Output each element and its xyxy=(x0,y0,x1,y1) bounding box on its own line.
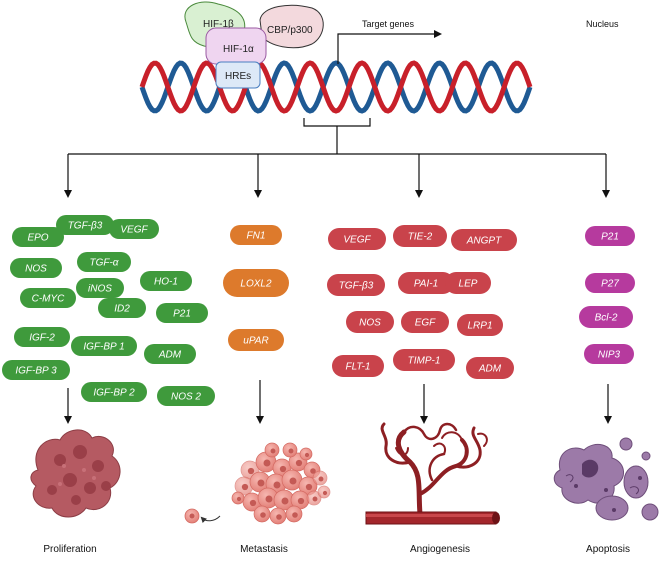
gene-name: VEGF xyxy=(120,225,148,236)
metastasis-label: Metastasis xyxy=(240,544,288,555)
gene-name: NOS xyxy=(25,264,47,275)
proliferation-gene-pill: IGF-2 xyxy=(14,327,70,347)
angiogenesis-gene-pill: ANGPT xyxy=(451,229,517,251)
apoptosis-label: Apoptosis xyxy=(586,544,630,555)
gene-name: NIP3 xyxy=(598,350,621,361)
gene-name: TIE-2 xyxy=(408,232,433,243)
target-genes-label: Target genes xyxy=(362,19,415,29)
proliferation-gene-pill: TGF-α xyxy=(77,252,131,272)
angiogenesis-gene-pill: ADM xyxy=(466,357,514,379)
hif1b-label: HIF-1β xyxy=(203,19,234,30)
proliferation-gene-pill: NOS 2 xyxy=(157,386,215,406)
gene-name: iNOS xyxy=(88,284,112,295)
gene-name: P21 xyxy=(601,232,619,243)
blood-vessel-tube xyxy=(365,511,500,525)
gene-name: C-MYC xyxy=(32,294,66,305)
angiogenesis-gene-pill: LRP1 xyxy=(457,314,503,336)
hif-complex: HIF-1β CBP/p300 HIF-1α HREs xyxy=(184,1,324,89)
proliferation-gene-pill: C-MYC xyxy=(20,288,76,308)
gene-name: Bcl-2 xyxy=(595,313,618,324)
gene-name: NOS 2 xyxy=(171,392,201,403)
gene-name: IGF-2 xyxy=(29,333,55,344)
gene-name: LEP xyxy=(459,279,478,290)
proliferation-gene-pill: IGF-BP 2 xyxy=(81,382,147,402)
apoptosis-gene-pill: P21 xyxy=(585,226,635,246)
apoptosis-gene-pill: NIP3 xyxy=(584,344,634,364)
apoptosis-cell-illustration xyxy=(553,437,659,521)
dna-strand-red xyxy=(139,60,533,114)
gene-name: uPAR xyxy=(243,336,268,347)
angiogenesis-gene-pill: EGF xyxy=(401,311,449,333)
angiogenesis-gene-pill: NOS xyxy=(346,311,394,333)
angiogenesis-gene-pill: PAI-1 xyxy=(398,272,454,294)
nucleus-label: Nucleus xyxy=(586,19,619,29)
gene-name: ANGPT xyxy=(466,236,502,247)
gene-name: EGF xyxy=(415,318,436,329)
gene-name: TGF-α xyxy=(89,258,118,269)
metastasis-gene-pill: uPAR xyxy=(228,329,284,351)
hif1a-label: HIF-1α xyxy=(223,44,254,55)
angiogenesis-gene-pill: TIMP-1 xyxy=(393,349,455,371)
branch-connectors xyxy=(64,118,612,424)
proliferation-gene-pill: ADM xyxy=(144,344,196,364)
proliferation-tumor-illustration xyxy=(30,429,121,518)
cbp-shape xyxy=(259,4,324,49)
dna-strand-blue xyxy=(139,60,533,114)
gene-name: TGF-β3 xyxy=(68,221,103,232)
apoptosis-gene-pill: P27 xyxy=(585,273,635,293)
proliferation-gene-pill: IGF-BP 1 xyxy=(71,336,137,356)
gene-name: IGF-BP 3 xyxy=(15,366,57,377)
proliferation-gene-pill: IGF-BP 3 xyxy=(2,360,70,380)
angiogenesis-gene-pill: LEP xyxy=(445,272,491,294)
proliferation-gene-pill: VEGF xyxy=(109,219,159,239)
proliferation-gene-pill: TGF-β3 xyxy=(56,215,114,235)
angiogenesis-gene-pill: TIE-2 xyxy=(393,225,447,247)
angiogenesis-label: Angiogenesis xyxy=(410,544,470,555)
proliferation-gene-pill: NOS xyxy=(10,258,62,278)
metastasis-gene-pill: LOXL2 xyxy=(223,269,289,297)
gene-name: TIMP-1 xyxy=(408,356,441,367)
angiogenesis-gene-pill: FLT-1 xyxy=(332,355,384,377)
proliferation-gene-pill: ID2 xyxy=(98,298,146,318)
angiogenesis-vessel-illustration xyxy=(380,422,488,517)
metastasis-cluster-illustration xyxy=(184,442,331,525)
hres-box xyxy=(215,61,261,89)
gene-name: IGF-BP 2 xyxy=(93,388,135,399)
proliferation-gene-pill: HO-1 xyxy=(140,271,192,291)
gene-name: LRP1 xyxy=(467,321,492,332)
angiogenesis-gene-pill: VEGF xyxy=(328,228,386,250)
gene-name: FLT-1 xyxy=(345,362,370,373)
gene-name: NOS xyxy=(359,318,381,329)
proliferation-gene-pill: iNOS xyxy=(76,278,124,298)
gene-name: TGF-β3 xyxy=(339,281,374,292)
gene-name: PAI-1 xyxy=(414,279,438,290)
apoptosis-gene-pill: Bcl-2 xyxy=(579,306,633,328)
cbp-label: CBP/p300 xyxy=(267,25,313,36)
metastasis-gene-pill: FN1 xyxy=(230,225,282,245)
gene-name: ADM xyxy=(158,350,182,361)
gene-name: HO-1 xyxy=(154,277,178,288)
gene-name: VEGF xyxy=(343,235,371,246)
angiogenesis-gene-pill: TGF-β3 xyxy=(327,274,385,296)
proliferation-gene-pill: EPO xyxy=(12,227,64,247)
gene-name: ADM xyxy=(478,364,502,375)
gene-name: P21 xyxy=(173,309,191,320)
gene-name: FN1 xyxy=(247,231,266,242)
gene-name: ID2 xyxy=(114,304,130,315)
hres-label: HREs xyxy=(225,71,251,82)
gene-name: EPO xyxy=(27,233,48,244)
target-genes-arrow xyxy=(337,30,442,64)
gene-name: IGF-BP 1 xyxy=(83,342,124,353)
proliferation-gene-pill: P21 xyxy=(156,303,208,323)
dna-double-helix xyxy=(139,60,533,114)
gene-name: LOXL2 xyxy=(240,279,272,290)
gene-name: P27 xyxy=(601,279,619,290)
proliferation-label: Proliferation xyxy=(43,544,96,555)
